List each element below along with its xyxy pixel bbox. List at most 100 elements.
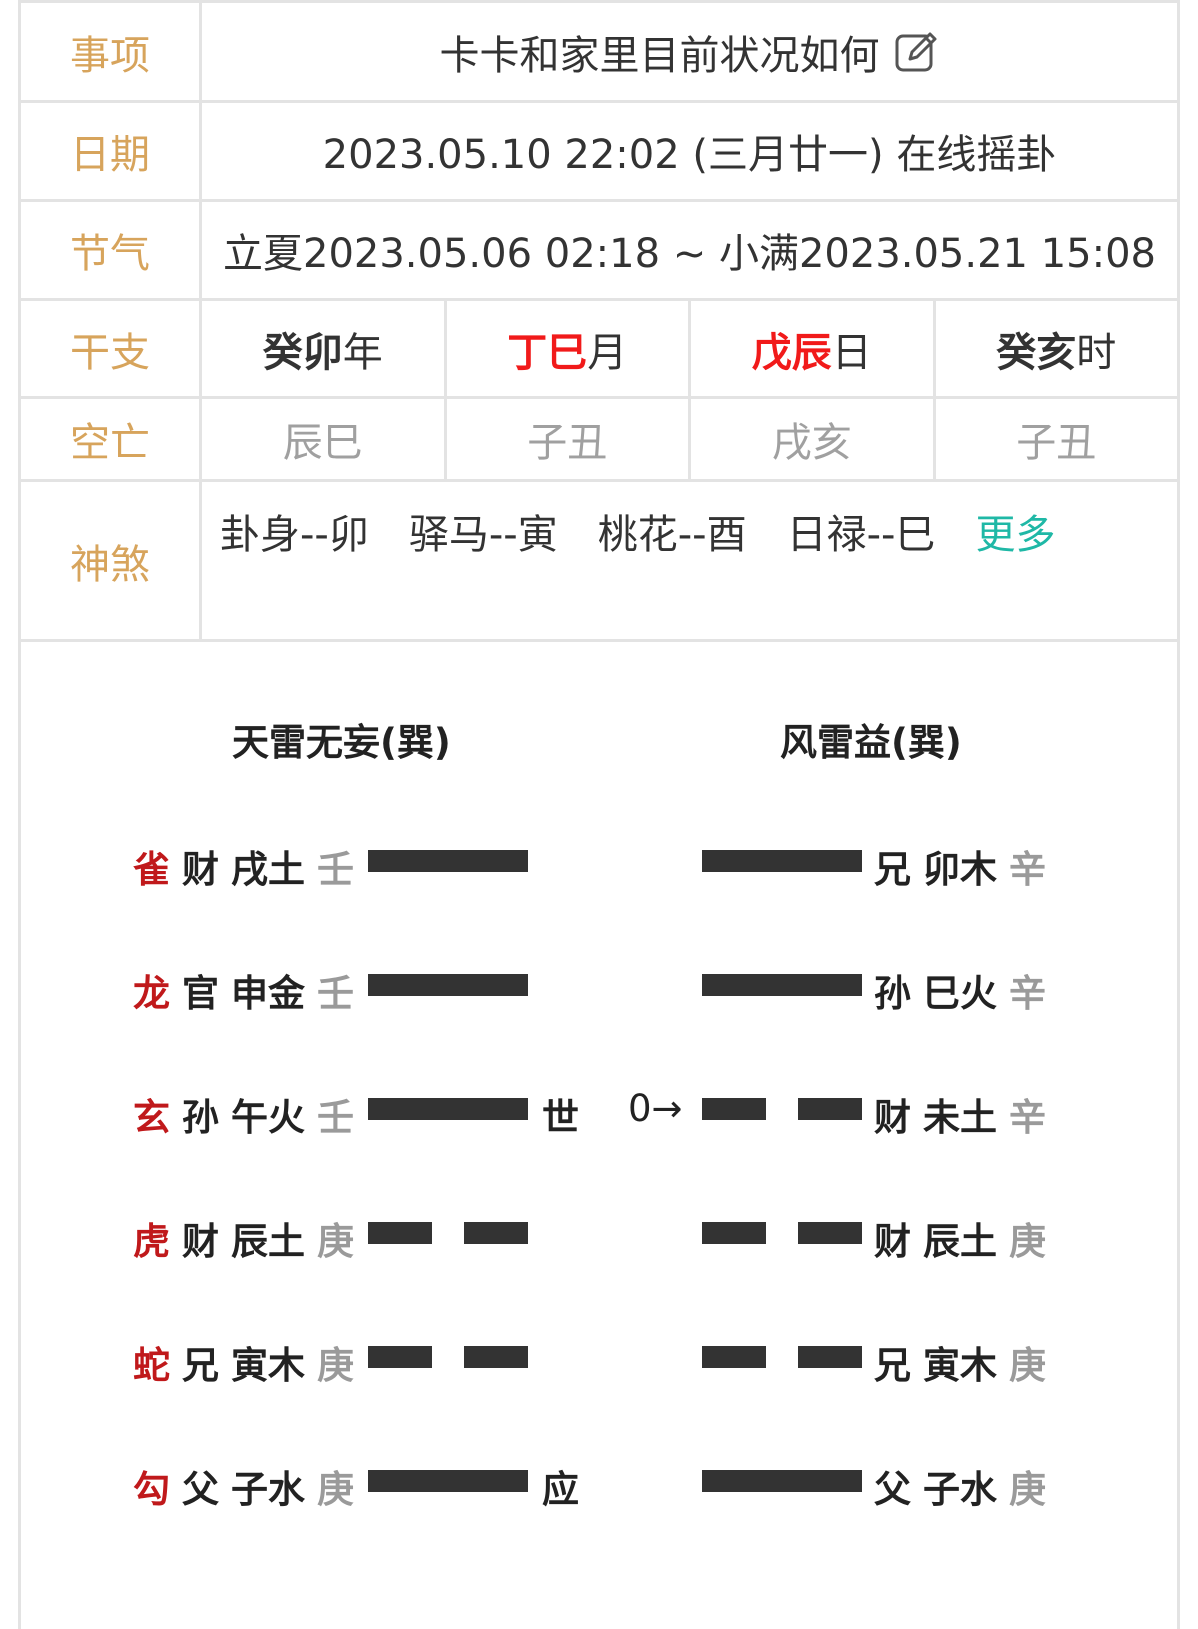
solar-term-row: 节气 立夏2023.05.06 02:18 ~ 小满2023.05.21 15:… xyxy=(18,202,1180,301)
ganzhi-label: 干支 xyxy=(21,301,202,396)
changed-kin-label: 财 xyxy=(874,1220,911,1263)
changed-stem-label: 庚 xyxy=(1009,1220,1046,1263)
shensha-item: 驿马--寅 xyxy=(408,512,558,558)
changed-branch-label: 寅木 xyxy=(923,1344,997,1387)
main-line-yin-left xyxy=(368,1222,432,1244)
ganzhi-month: 丁巳月 xyxy=(447,301,691,396)
changed-line-yang xyxy=(702,974,862,996)
branch-label: 辰土 xyxy=(231,1220,305,1263)
changed-kin-label: 兄 xyxy=(874,1344,911,1387)
six-god-label: 雀 xyxy=(133,848,170,891)
main-line-yang xyxy=(368,1098,528,1120)
ganzhi-year-gz: 癸卯 xyxy=(262,329,343,376)
date-label: 日期 xyxy=(21,103,202,199)
main-hexagram-title: 天雷无妄(巽) xyxy=(232,721,451,764)
six-god-label: 勾 xyxy=(133,1468,170,1511)
six-god-label: 蛇 xyxy=(133,1344,170,1387)
date-value: 2023.05.10 22:02 (三月廿一) 在线摇卦 xyxy=(322,132,1057,178)
main-line-yin-right xyxy=(464,1222,528,1244)
changed-branch-label: 辰土 xyxy=(923,1220,997,1263)
kongwang-hour: 子丑 xyxy=(1016,420,1097,466)
branch-label: 子水 xyxy=(231,1468,305,1511)
ganzhi-hour-unit: 时 xyxy=(1076,329,1117,376)
main-line-yin-right xyxy=(464,1346,528,1368)
matter-row: 事项 卡卡和家里目前状况如何 xyxy=(18,0,1180,103)
ganzhi-day: 戊辰日 xyxy=(691,301,936,396)
changed-line-yin-left xyxy=(702,1098,766,1120)
shensha-item: 卦身--卯 xyxy=(220,512,369,558)
changed-stem-label: 庚 xyxy=(1009,1344,1046,1387)
ganzhi-row: 干支 癸卯年 丁巳月 戊辰日 癸亥时 xyxy=(18,301,1180,399)
solar-term-label: 节气 xyxy=(21,202,202,298)
changed-kin-label: 孙 xyxy=(874,972,911,1015)
stem-label: 壬 xyxy=(317,848,354,891)
shensha-row: 神煞 卦身--卯驿马--寅桃花--酉日禄--巳更多 xyxy=(18,482,1180,642)
main-line-yang xyxy=(368,974,528,996)
changed-line-yin-left xyxy=(702,1346,766,1368)
changed-stem-label: 辛 xyxy=(1009,972,1046,1015)
six-god-label: 虎 xyxy=(133,1220,170,1263)
ganzhi-year: 癸卯年 xyxy=(202,301,447,396)
solar-term-value: 立夏2023.05.06 02:18 ~ 小满2023.05.21 15:08 xyxy=(223,231,1156,277)
moving-line-marker: 0→ xyxy=(628,1087,683,1130)
matter-label: 事项 xyxy=(21,3,202,100)
ganzhi-year-unit: 年 xyxy=(342,329,383,376)
main-line-yang xyxy=(368,850,528,872)
changed-line-yin-right xyxy=(798,1098,862,1120)
kin-label: 官 xyxy=(182,972,219,1015)
ganzhi-hour: 癸亥时 xyxy=(936,301,1178,396)
branch-label: 申金 xyxy=(231,972,305,1015)
shensha-item: 日禄--巳 xyxy=(786,512,936,558)
changed-kin-label: 财 xyxy=(874,1096,911,1139)
shensha-label: 神煞 xyxy=(21,482,202,639)
changed-kin-label: 兄 xyxy=(874,848,911,891)
changed-line-yin-right xyxy=(798,1346,862,1368)
changed-kin-label: 父 xyxy=(874,1468,911,1511)
six-god-label: 龙 xyxy=(133,972,170,1015)
date-row: 日期 2023.05.10 22:02 (三月廿一) 在线摇卦 xyxy=(18,103,1180,202)
shensha-list: 卦身--卯驿马--寅桃花--酉日禄--巳更多 xyxy=(202,482,1177,639)
main-line-yin-left xyxy=(368,1346,432,1368)
changed-line-yin-right xyxy=(798,1222,862,1244)
changed-line-yin-left xyxy=(702,1222,766,1244)
matter-value-cell: 卡卡和家里目前状况如何 xyxy=(202,3,1177,100)
kongwang-year: 辰巳 xyxy=(202,399,447,479)
branch-label: 戌土 xyxy=(231,848,305,891)
kin-label: 财 xyxy=(182,1220,219,1263)
six-god-label: 玄 xyxy=(133,1096,170,1139)
changed-stem-label: 辛 xyxy=(1009,848,1046,891)
kin-label: 父 xyxy=(182,1468,219,1511)
changed-stem-label: 庚 xyxy=(1009,1468,1046,1511)
main-line-yang xyxy=(368,1470,528,1492)
matter-value: 卡卡和家里目前状况如何 xyxy=(439,32,880,79)
shi-ying-mark: 应 xyxy=(542,1468,579,1511)
stem-label: 壬 xyxy=(317,972,354,1015)
shi-ying-mark: 世 xyxy=(542,1096,579,1139)
edit-icon[interactable] xyxy=(894,29,940,75)
ganzhi-hour-gz: 癸亥 xyxy=(996,329,1077,376)
ganzhi-month-gz: 丁巳 xyxy=(507,329,588,376)
changed-line-yang xyxy=(702,1470,862,1492)
changed-branch-label: 未土 xyxy=(923,1096,997,1139)
changed-branch-label: 卯木 xyxy=(923,848,997,891)
kongwang-label: 空亡 xyxy=(21,399,202,479)
stem-label: 壬 xyxy=(317,1096,354,1139)
branch-label: 寅木 xyxy=(231,1344,305,1387)
changed-branch-label: 巳火 xyxy=(923,972,997,1015)
changed-line-yang xyxy=(702,850,862,872)
changed-branch-label: 子水 xyxy=(923,1468,997,1511)
kin-label: 兄 xyxy=(182,1344,219,1387)
kin-label: 财 xyxy=(182,848,219,891)
kongwang-row: 空亡 辰巳 子丑 戌亥 子丑 xyxy=(18,399,1180,482)
branch-label: 午火 xyxy=(231,1096,305,1139)
ganzhi-month-unit: 月 xyxy=(587,329,628,376)
more-link[interactable]: 更多 xyxy=(975,512,1056,558)
kin-label: 孙 xyxy=(182,1096,219,1139)
shensha-item: 桃花--酉 xyxy=(597,512,747,558)
ganzhi-day-unit: 日 xyxy=(831,329,872,376)
changed-hexagram-title: 风雷益(巽) xyxy=(780,721,962,764)
kongwang-day: 戌亥 xyxy=(691,399,936,479)
stem-label: 庚 xyxy=(317,1468,354,1511)
content-frame xyxy=(18,0,1180,1629)
changed-stem-label: 辛 xyxy=(1009,1096,1046,1139)
